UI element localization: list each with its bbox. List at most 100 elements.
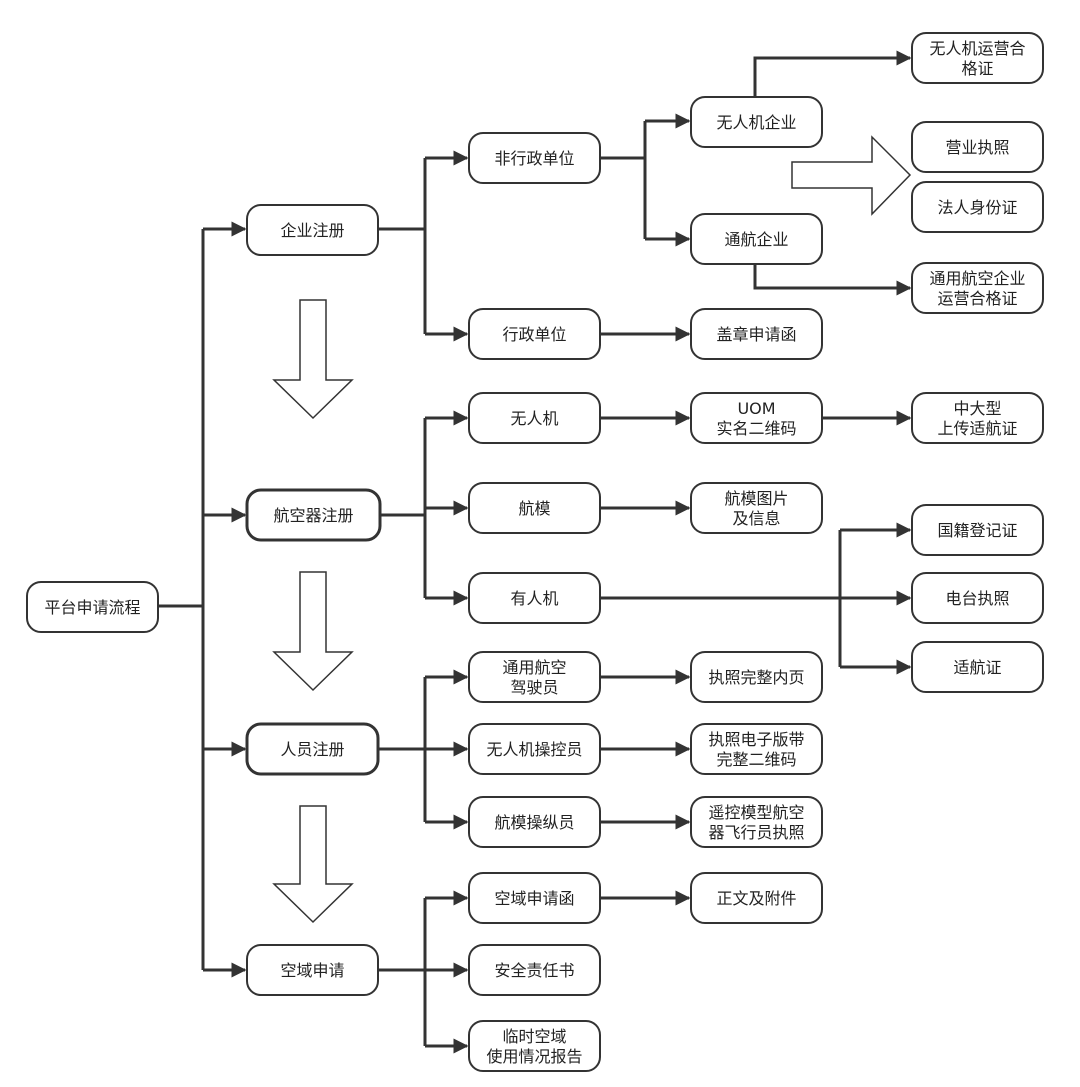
connector-airspace-trunk bbox=[378, 898, 427, 1046]
node-model-photo: 航模图片及信息 bbox=[690, 482, 823, 534]
node-model-photo-box bbox=[690, 482, 823, 534]
node-license-pages: 执照完整内页 bbox=[690, 651, 823, 703]
node-label-line: 航模操纵员 bbox=[494, 813, 574, 832]
node-license-pages-box bbox=[690, 651, 823, 703]
node-non-admin-label: 非行政单位 bbox=[494, 149, 574, 168]
node-label-line: 空域申请 bbox=[280, 961, 344, 980]
node-label-line: 电台执照 bbox=[945, 589, 1009, 608]
node-ga-pilot: 通用航空驾驶员 bbox=[468, 651, 601, 703]
node-business-license: 营业执照 bbox=[911, 121, 1044, 173]
node-enterprise: 企业注册 bbox=[246, 204, 379, 256]
node-rc-pilot-license: 遥控模型航空器飞行员执照 bbox=[690, 796, 823, 848]
node-e-license-label: 执照电子版带完整二维码 bbox=[708, 730, 804, 769]
node-mid-large-label: 中大型上传适航证 bbox=[937, 399, 1017, 438]
node-ga-pilot-label: 通用航空驾驶员 bbox=[502, 658, 566, 697]
node-business-license-label: 营业执照 bbox=[945, 138, 1009, 157]
node-label-line: 通用航空企业 bbox=[929, 269, 1025, 288]
node-label-line: 执照电子版带 bbox=[708, 730, 804, 749]
node-seal-letter: 盖章申请函 bbox=[690, 308, 823, 360]
node-model-operator-label: 航模操纵员 bbox=[494, 813, 574, 832]
node-mid-large: 中大型上传适航证 bbox=[911, 392, 1044, 444]
node-temp-airspace-box bbox=[468, 1020, 601, 1072]
node-label-line: 非行政单位 bbox=[494, 149, 574, 168]
connectors bbox=[158, 50, 912, 1054]
node-uav-enterprise-box bbox=[690, 96, 823, 148]
node-label-line: 无人机 bbox=[510, 409, 558, 428]
flow-arrows bbox=[272, 135, 912, 924]
node-radio-license: 电台执照 bbox=[911, 572, 1044, 624]
node-non-admin: 非行政单位 bbox=[468, 132, 601, 184]
node-uav: 无人机 bbox=[468, 392, 601, 444]
node-personnel-label: 人员注册 bbox=[280, 740, 344, 759]
node-ga-op-cert-box bbox=[911, 262, 1044, 314]
node-uav-enterprise-label: 无人机企业 bbox=[716, 113, 796, 132]
node-airspace-box bbox=[246, 944, 379, 996]
node-model-operator: 航模操纵员 bbox=[468, 796, 601, 848]
node-admin-label: 行政单位 bbox=[502, 325, 566, 344]
node-root-box bbox=[26, 581, 159, 633]
connector-aircraft-trunk bbox=[380, 418, 427, 598]
node-airspace-label: 空域申请 bbox=[280, 961, 344, 980]
node-label-line: 适航证 bbox=[953, 658, 1001, 677]
node-text-attach-label: 正文及附件 bbox=[716, 889, 796, 908]
node-legal-id-label: 法人身份证 bbox=[937, 198, 1017, 217]
node-model-aircraft-label: 航模 bbox=[518, 499, 550, 518]
node-airspace-letter: 空域申请函 bbox=[468, 872, 601, 924]
node-uav-box bbox=[468, 392, 601, 444]
node-label-line: 航模图片 bbox=[724, 489, 788, 508]
node-nationality-cert: 国籍登记证 bbox=[911, 504, 1044, 556]
node-label-line: 企业注册 bbox=[280, 221, 344, 240]
node-root: 平台申请流程 bbox=[26, 581, 159, 633]
node-label-line: 格证 bbox=[961, 59, 993, 78]
node-label-line: 国籍登记证 bbox=[937, 521, 1017, 540]
node-personnel: 人员注册 bbox=[245, 722, 380, 776]
node-legal-id: 法人身份证 bbox=[911, 181, 1044, 233]
node-personnel-box bbox=[245, 722, 380, 776]
node-safety-book-box bbox=[468, 944, 601, 996]
node-admin-box bbox=[468, 308, 601, 360]
node-label-line: 通航企业 bbox=[724, 230, 788, 249]
node-label-line: 行政单位 bbox=[502, 325, 566, 344]
node-non-admin-box bbox=[468, 132, 601, 184]
node-uav-enterprise: 无人机企业 bbox=[690, 96, 823, 148]
node-nationality-cert-label: 国籍登记证 bbox=[937, 521, 1017, 540]
node-safety-book-label: 安全责任书 bbox=[494, 961, 574, 980]
node-nationality-cert-box bbox=[911, 504, 1044, 556]
node-label-line: UOM bbox=[737, 399, 775, 418]
node-label-line: 盖章申请函 bbox=[716, 325, 796, 344]
connector-root-trunk bbox=[158, 229, 205, 608]
node-label-line: 执照完整内页 bbox=[708, 668, 804, 687]
node-uav-operator-label: 无人机操控员 bbox=[486, 740, 582, 759]
node-legal-id-box bbox=[911, 181, 1044, 233]
node-airspace: 空域申请 bbox=[246, 944, 379, 996]
node-label-line: 实名二维码 bbox=[716, 419, 796, 438]
node-uav-operator: 无人机操控员 bbox=[468, 723, 601, 775]
node-ga-op-cert-label: 通用航空企业运营合格证 bbox=[929, 269, 1025, 308]
connector-personnel-trunk bbox=[378, 677, 427, 822]
node-radio-license-label: 电台执照 bbox=[945, 589, 1009, 608]
node-label-line: 使用情况报告 bbox=[486, 1047, 582, 1066]
node-admin: 行政单位 bbox=[468, 308, 601, 360]
node-manned: 有人机 bbox=[468, 572, 601, 624]
node-uav-op-cert: 无人机运营合格证 bbox=[911, 32, 1044, 84]
node-business-license-box bbox=[911, 121, 1044, 173]
node-manned-label: 有人机 bbox=[510, 589, 558, 608]
node-label-line: 平台申请流程 bbox=[44, 598, 140, 617]
node-manned-box bbox=[468, 572, 601, 624]
node-airspace-letter-box bbox=[468, 872, 601, 924]
node-label-line: 及信息 bbox=[732, 509, 780, 528]
node-label-line: 航空器注册 bbox=[273, 506, 353, 525]
node-radio-license-box bbox=[911, 572, 1044, 624]
node-ga-enterprise-label: 通航企业 bbox=[724, 230, 788, 249]
node-label-line: 无人机操控员 bbox=[486, 740, 582, 759]
nodes: 平台申请流程 企业注册 航空器注册 人员注册 空域申请 非行政单位 行政单位 无… bbox=[26, 32, 1044, 1072]
node-enterprise-box bbox=[246, 204, 379, 256]
node-label-line: 无人机运营合 bbox=[929, 39, 1025, 58]
node-airworthiness-cert-box bbox=[911, 641, 1044, 693]
node-ga-pilot-box bbox=[468, 651, 601, 703]
node-aircraft-label: 航空器注册 bbox=[273, 506, 353, 525]
connector-enterprise-trunk bbox=[378, 158, 427, 334]
